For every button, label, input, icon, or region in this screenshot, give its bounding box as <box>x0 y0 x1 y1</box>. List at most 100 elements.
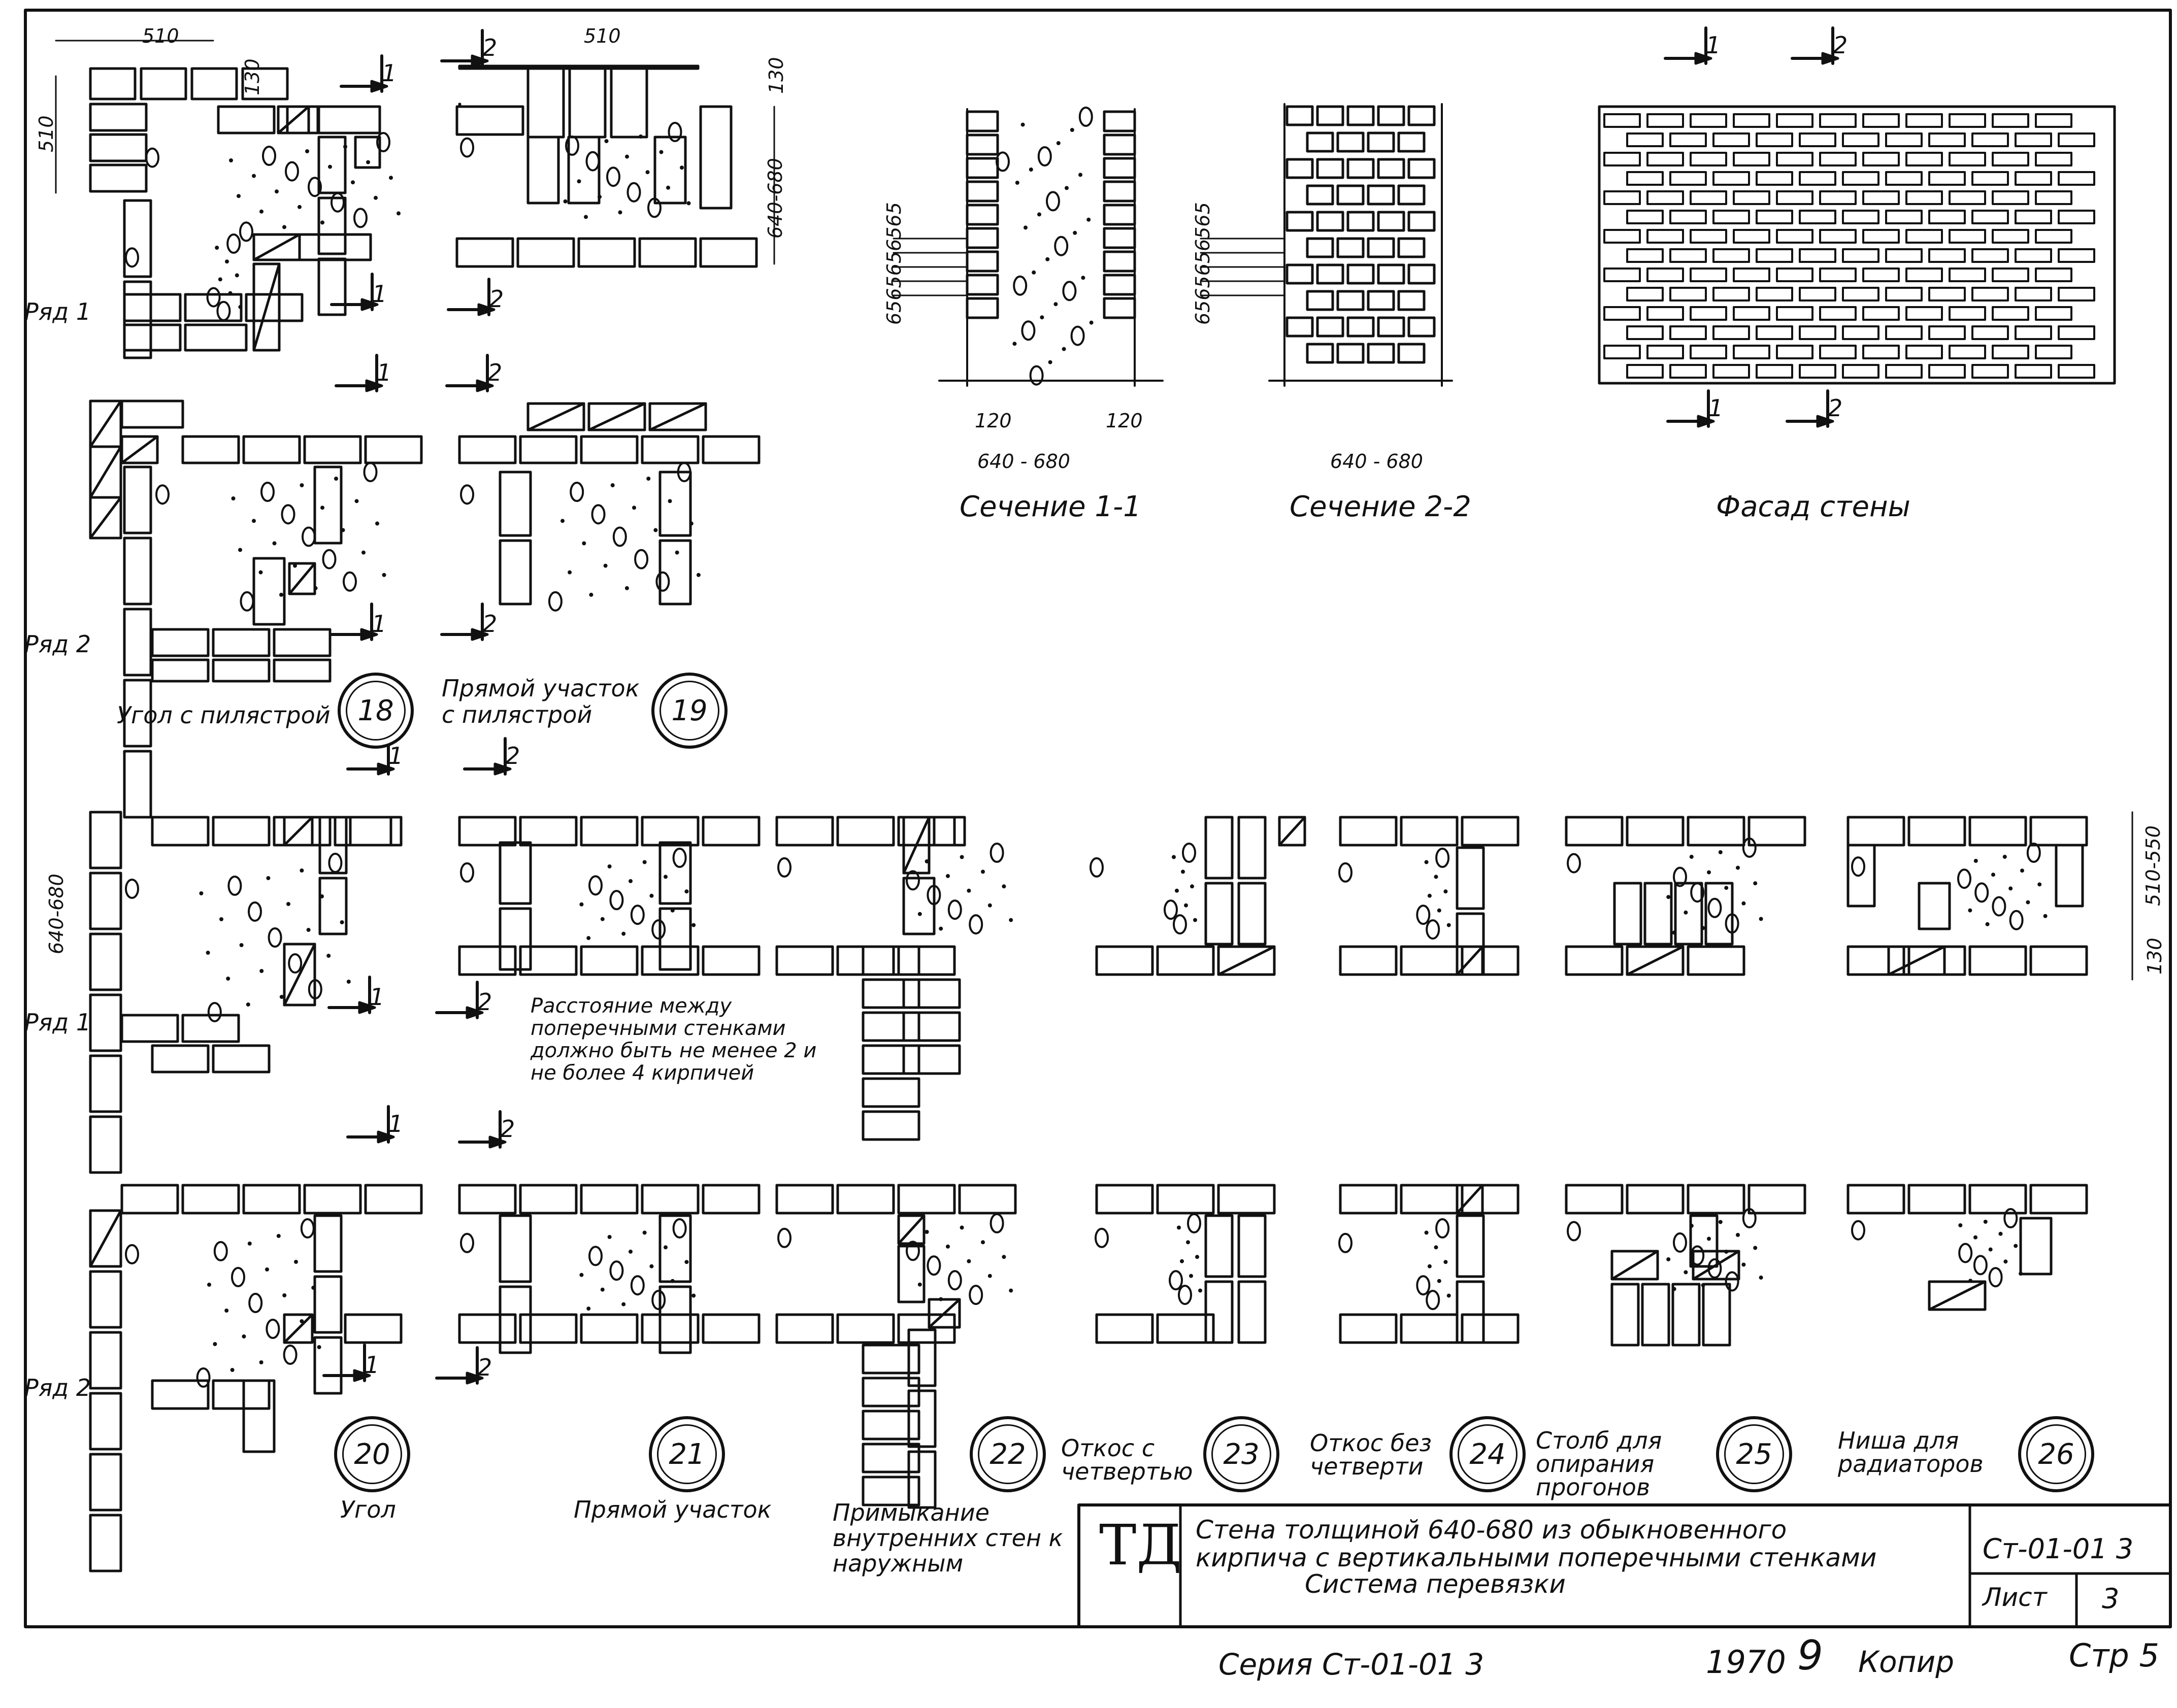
rubble-dot <box>946 1244 950 1249</box>
brick <box>313 1336 343 1395</box>
rubble-dot <box>215 246 219 250</box>
rubble-dot <box>1991 873 1995 877</box>
brick <box>181 435 240 464</box>
rubble-stone <box>1725 1271 1739 1292</box>
rubble-stone <box>376 132 390 152</box>
brick <box>966 110 999 132</box>
rubble-stone <box>1567 853 1581 874</box>
facade-brick <box>1756 248 1793 263</box>
brick <box>181 1184 240 1215</box>
brick <box>519 1184 578 1215</box>
brick-cut-diagonal <box>1456 945 1484 976</box>
facade-brick <box>1733 267 1770 282</box>
rubble-dot <box>1689 1224 1694 1228</box>
rubble-stone <box>777 857 791 878</box>
rubble-dot <box>2008 886 2013 891</box>
rubble-stone <box>331 192 345 213</box>
brick-face <box>1285 158 1314 179</box>
facade-brick <box>1905 152 1943 166</box>
footer-series: Серия Ст-01-01 3 <box>1218 1647 1485 1682</box>
section-arrowhead <box>353 1369 371 1382</box>
rubble-dot <box>607 864 612 868</box>
rubble-dot <box>600 1287 605 1292</box>
rubble-dot <box>340 920 344 924</box>
rubble-stone <box>634 549 649 570</box>
rubble-dot <box>1983 1220 1988 1224</box>
facade-brick <box>1928 171 1966 186</box>
brick-cut <box>1456 945 1484 976</box>
brick <box>89 993 122 1052</box>
facade-brick <box>1799 287 1836 302</box>
facade-brick <box>1992 345 2029 359</box>
number-circle-19: 19 <box>651 673 728 749</box>
rubble-dot <box>632 506 636 510</box>
section-arrowhead <box>471 628 489 641</box>
facade-brick <box>1971 364 2009 379</box>
section-arrowhead <box>360 298 379 311</box>
facade-brick <box>1690 113 1727 128</box>
dim-640-680-19: 640-680 <box>764 158 786 239</box>
facade-brick <box>1712 210 1750 224</box>
dim-130: 130 <box>241 58 263 95</box>
rubble-dot <box>235 273 239 278</box>
rubble-stone <box>1173 914 1187 935</box>
facade-brick <box>2035 152 2072 166</box>
brick <box>1565 945 1624 976</box>
brick-face <box>1306 131 1334 153</box>
rubble-dot <box>2026 900 2030 905</box>
brick <box>1103 227 1136 249</box>
dim-510-left: 510 <box>35 115 57 152</box>
rubble-stone <box>626 182 641 203</box>
brick <box>519 1313 578 1344</box>
facade-brick <box>1756 287 1793 302</box>
rubble-stone <box>216 300 231 321</box>
facade-brick <box>1971 210 2009 224</box>
title-line-3: Система перевязки <box>1305 1569 1566 1599</box>
rubble-dot <box>563 199 568 204</box>
rubble-dot <box>1029 168 1033 172</box>
brick <box>1968 816 2027 847</box>
rubble-dot <box>1437 908 1441 913</box>
dim-65-s11: 6565656565 <box>883 202 905 325</box>
footer-copy-number: 9 <box>1797 1632 1823 1679</box>
facade-brick <box>1862 229 1900 244</box>
number-23: 23 <box>1223 1437 1260 1471</box>
rubble-stone <box>248 901 262 922</box>
section-mark-2b: 2 <box>489 285 504 313</box>
brick <box>89 1054 122 1113</box>
brick <box>641 435 700 464</box>
brick-cut <box>1456 1184 1484 1215</box>
rubble-dot <box>265 1267 269 1271</box>
facade-brick <box>1928 364 1966 379</box>
brick <box>212 1044 271 1074</box>
rubble-stone <box>302 526 316 547</box>
facade-brick <box>1949 229 1986 244</box>
facade-brick <box>1756 325 1793 340</box>
rubble-dot <box>668 499 672 504</box>
brick <box>862 1011 920 1042</box>
rubble-dot <box>346 980 351 984</box>
rubble-dot <box>967 1259 971 1263</box>
rubble-dot <box>1701 926 1705 930</box>
rubble-stone <box>1054 236 1069 256</box>
rubble-stone <box>285 161 299 182</box>
rubble-stone <box>1078 107 1093 127</box>
brick-cut <box>1278 816 1306 847</box>
facade-brick <box>1819 113 1857 128</box>
facade-brick <box>1626 287 1664 302</box>
section-mark-1j: 1 <box>365 1351 380 1379</box>
brick <box>641 945 700 976</box>
rubble-dot <box>1181 869 1185 874</box>
brick <box>526 64 565 139</box>
brick <box>273 658 332 683</box>
facade-brick <box>1669 325 1707 340</box>
rubble-dot <box>1190 884 1194 889</box>
dim-510-550: 510-550 <box>2142 825 2164 906</box>
brick <box>151 816 210 847</box>
brick <box>1461 945 1520 976</box>
rubble-stone <box>1416 1275 1431 1296</box>
section-mark-2g: 2 <box>505 742 520 769</box>
facade-brick <box>1776 152 1813 166</box>
rubble-stone <box>1690 1245 1705 1266</box>
rubble-stone <box>906 870 920 891</box>
